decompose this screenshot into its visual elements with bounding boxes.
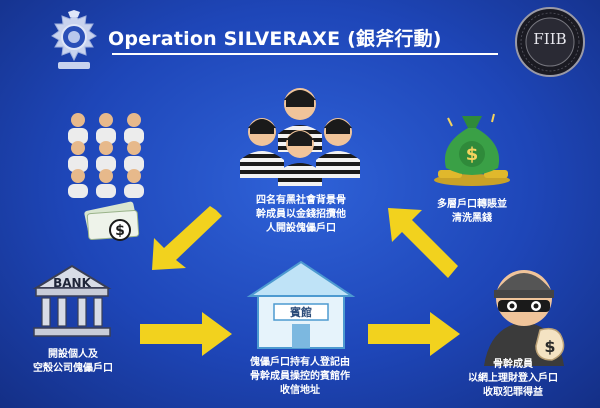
hotel-sign: 賓館 bbox=[290, 306, 312, 319]
syndicate-caption-line-2: 幹成員以金錢招攬他 bbox=[256, 209, 346, 220]
thief-caption-line-1: 骨幹成員 bbox=[493, 359, 533, 370]
thief-icon: $ bbox=[484, 270, 565, 366]
svg-text:$: $ bbox=[466, 144, 479, 165]
arrow-syndicate-to-bank bbox=[152, 206, 222, 270]
svg-text:$: $ bbox=[544, 337, 555, 356]
hotel-caption: 傀儡戶口持有人登記由 骨幹成員操控的賓館作 收信地址 bbox=[230, 356, 370, 398]
bank-caption-line-2: 空殼公司傀儡戶口 bbox=[33, 363, 113, 374]
hotel-caption-line-2: 骨幹成員操控的賓館作 bbox=[250, 371, 350, 382]
syndicate-caption: 四名有黑社會背景骨 幹成員以金錢招攬他 人開設傀儡戶口 bbox=[228, 194, 374, 236]
fiib-logo-text: FIIB bbox=[533, 30, 567, 48]
money-caption: 多層戶口轉賬並 清洗黑錢 bbox=[424, 198, 520, 226]
bank-caption: 開設個人及 空殼公司傀儡戶口 bbox=[18, 348, 128, 376]
arrow-bank-to-hotel bbox=[140, 312, 232, 356]
syndicate-members-icon bbox=[240, 88, 360, 186]
syndicate-caption-line-1: 四名有黑社會背景骨 bbox=[256, 195, 346, 206]
hotel-caption-line-1: 傀儡戶口持有人登記由 bbox=[250, 357, 350, 368]
syndicate-caption-line-3: 人開設傀儡戶口 bbox=[266, 223, 336, 234]
money-caption-line-2: 清洗黑錢 bbox=[452, 213, 492, 224]
fiib-logo-icon bbox=[515, 7, 585, 77]
page-title: Operation SILVERAXE (銀斧行動) bbox=[108, 28, 442, 50]
thief-caption: 骨幹成員 以網上理財登入戶口 收取犯罪得益 bbox=[448, 358, 578, 400]
arrow-hotel-to-thief bbox=[368, 312, 460, 356]
svg-text:$: $ bbox=[115, 223, 125, 239]
people-group-icon bbox=[68, 113, 144, 198]
title-underline bbox=[112, 53, 498, 55]
bank-caption-line-1: 開設個人及 bbox=[48, 349, 98, 360]
bank-label: BANK bbox=[53, 276, 91, 290]
money-bag-icon: $ bbox=[434, 113, 510, 186]
thief-caption-line-3: 收取犯罪得益 bbox=[483, 387, 543, 398]
money-caption-line-1: 多層戶口轉賬並 bbox=[437, 199, 507, 210]
police-emblem-icon bbox=[51, 10, 97, 69]
cash-icon: $ bbox=[84, 201, 140, 241]
hotel-caption-line-3: 收信地址 bbox=[280, 385, 320, 396]
arrow-thief-to-money bbox=[388, 208, 458, 278]
thief-caption-line-2: 以網上理財登入戶口 bbox=[468, 373, 558, 384]
hotel-building-icon bbox=[246, 260, 356, 349]
bank-icon bbox=[32, 264, 112, 337]
